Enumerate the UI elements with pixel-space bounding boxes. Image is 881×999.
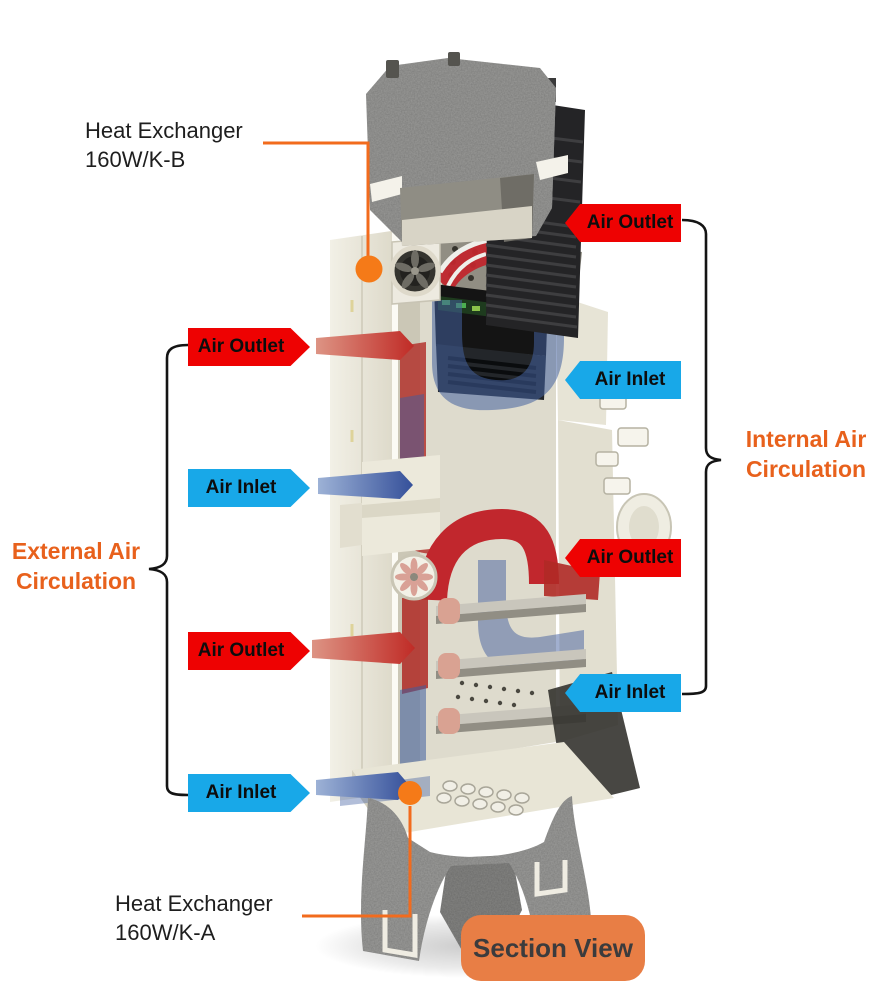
flow-label-right-air-inlet-1: Air Inlet xyxy=(565,361,681,399)
fan-upper xyxy=(389,237,441,305)
flow-label-right-air-outlet-2: Air Outlet xyxy=(565,539,681,577)
flow-label-left-air-inlet-1: Air Inlet xyxy=(188,469,310,507)
bracket-external xyxy=(148,343,189,797)
heat-exchanger-a-line2: 160W/K-A xyxy=(115,920,216,946)
flow-label-right-air-outlet-1: Air Outlet xyxy=(565,204,681,242)
internal-air-circulation-label: Internal Air Circulation xyxy=(726,424,881,485)
equipment-shelves xyxy=(436,594,586,734)
annotation-lines xyxy=(148,141,722,918)
leader-line-hx-b xyxy=(263,141,370,256)
red-duct-s-curve xyxy=(417,508,559,602)
heat-exchanger-b-annotation: Heat Exchanger 160W/K-B xyxy=(85,116,243,174)
heat-exchanger-b-line2: 160W/K-B xyxy=(85,147,186,173)
section-view-button[interactable]: Section View xyxy=(461,915,645,981)
blue-exit-lower xyxy=(316,772,410,800)
blue-duct-upper xyxy=(432,300,564,411)
bracket-internal xyxy=(681,218,722,696)
blue-exit-upper xyxy=(318,471,413,499)
external-air-line1: External Air xyxy=(11,538,141,564)
fan-lower xyxy=(390,553,438,601)
blue-duct-vertical-lower xyxy=(400,685,426,776)
flow-label-left-air-outlet-1: Air Outlet xyxy=(188,328,310,366)
heat-exchanger-a-annotation: Heat Exchanger 160W/K-A xyxy=(115,889,273,947)
red-duct-vertical-lower xyxy=(402,594,428,694)
flow-label-left-air-outlet-2: Air Outlet xyxy=(188,632,310,670)
flow-label-left-air-inlet-2: Air Inlet xyxy=(188,774,310,812)
terminal-row xyxy=(436,780,530,816)
external-air-circulation-label: External Air Circulation xyxy=(0,536,156,597)
pole-top-cap xyxy=(366,52,568,246)
internal-air-line1: Internal Air xyxy=(745,426,867,452)
marker-dot-hx-a xyxy=(398,781,422,805)
heat-exchanger-a-line1: Heat Exchanger xyxy=(115,891,273,916)
blue-duct-lower xyxy=(478,560,584,671)
external-air-line2: Circulation xyxy=(15,568,137,595)
flow-label-right-air-inlet-2: Air Inlet xyxy=(565,674,681,712)
marker-dot-hx-b xyxy=(355,255,383,283)
internal-air-line2: Circulation xyxy=(745,456,867,483)
heat-exchanger-b-line1: Heat Exchanger xyxy=(85,118,243,143)
leader-line-hx-a xyxy=(302,806,412,918)
red-exit-lower xyxy=(312,632,415,664)
airflow-exits xyxy=(312,331,415,800)
red-exit-upper xyxy=(316,331,414,360)
